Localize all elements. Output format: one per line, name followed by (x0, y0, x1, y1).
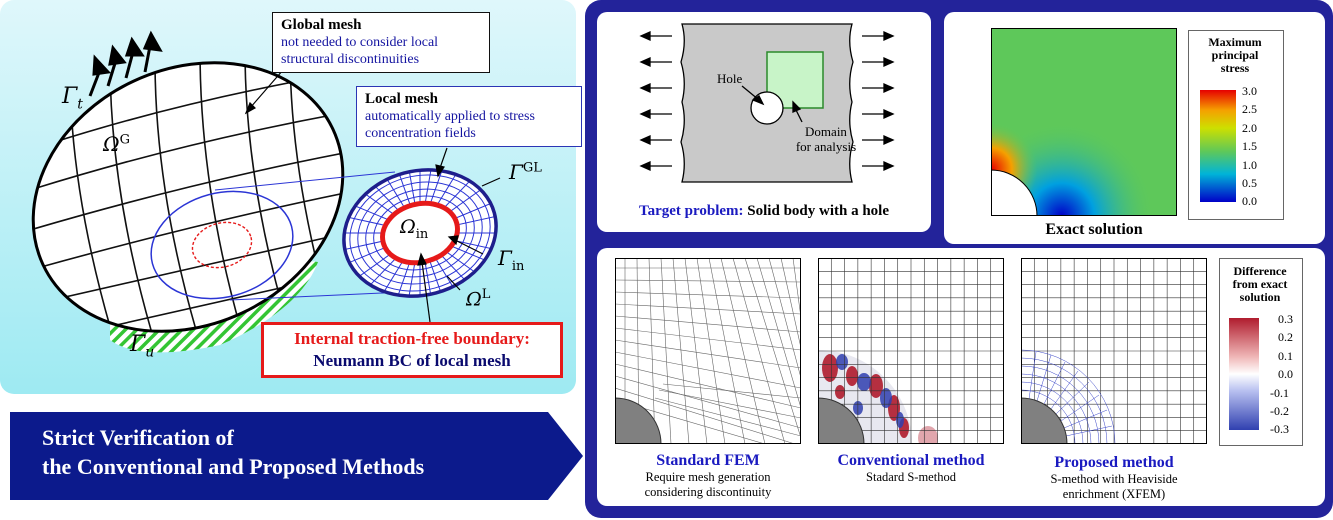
local-mesh-desc-1: automatically applied to stress (365, 109, 535, 124)
global-mesh-desc-2: structural discontinuities (281, 52, 420, 67)
local-mesh-title: Local mesh (365, 91, 438, 107)
boundary-line-1: Internal traction-free boundary: (294, 329, 530, 348)
banner-line-2: the Conventional and Proposed Methods (42, 454, 425, 479)
standard-fem-mesh (615, 258, 801, 444)
local-mesh-desc-2: concentration fields (365, 126, 476, 141)
global-mesh-desc-1: not needed to consider local (281, 35, 439, 50)
boundary-line-2: Neumann BC of local mesh (313, 351, 511, 370)
target-problem-figure (639, 23, 895, 183)
label-gamma-gl: ΓGL (509, 160, 542, 184)
method-sub: enrichment (XFEM) (1062, 487, 1166, 501)
banner-line-1: Strict Verification of (42, 425, 234, 450)
proposed-mesh (1021, 258, 1207, 444)
method-sub: S-method with Heaviside (1050, 472, 1178, 486)
global-mesh-callout: Global mesh not needed to consider local… (272, 12, 490, 73)
boundary-callout: Internal traction-free boundary: Neumann… (261, 322, 563, 378)
mesh-diagram (29, 30, 511, 361)
method-title: Conventional method (837, 452, 985, 469)
exact-caption: Exact solution (1045, 221, 1143, 238)
global-mesh-body (33, 62, 343, 332)
target-caption: Target problem: Solid body with a hole (638, 203, 890, 219)
difference-colorbar (1229, 318, 1259, 430)
exact-solution-contour (991, 28, 1177, 216)
method-sub: Stadard S-method (866, 470, 956, 484)
method-proposed: Proposed method S-method with Heaviside … (1006, 454, 1222, 502)
conventional-mesh (818, 258, 1004, 444)
label-gamma-u: Γu (130, 332, 155, 361)
method-title: Standard FEM (656, 452, 760, 469)
label-gamma-in: Γin (498, 246, 525, 274)
hole-label: Hole (717, 71, 743, 86)
local-mesh-callout: Local mesh automatically applied to stre… (356, 86, 582, 147)
method-conventional: Conventional method Stadard S-method (803, 452, 1019, 485)
label-omega-in: Ωin (400, 216, 429, 242)
domain-label: Domain for analysis (795, 124, 857, 154)
global-mesh-title: Global mesh (281, 17, 362, 33)
method-sub: Require mesh generation (645, 470, 771, 484)
stress-ticks: 3.0 2.5 2.0 1.5 1.0 0.5 0.0 (1242, 84, 1257, 208)
method-standard-fem: Standard FEM Require mesh generation con… (600, 452, 816, 500)
hole-outline-dashed (191, 221, 253, 269)
traction-arrows (88, 30, 163, 97)
local-region-outline (150, 190, 294, 300)
banner-text: Strict Verification of the Conventional … (42, 423, 424, 481)
difference-ticks: 0.3 0.2 0.1 0.0 -0.1 -0.2 -0.3 (1270, 312, 1293, 436)
method-title: Proposed method (1054, 454, 1174, 471)
method-sub: considering discontinuity (644, 485, 772, 499)
label-gamma-t: Γt (62, 84, 83, 113)
stress-colorbar (1200, 90, 1236, 202)
label-omega-l: ΩL (466, 287, 491, 311)
verification-banner (10, 412, 583, 500)
label-omega-g: ΩG (103, 132, 130, 156)
